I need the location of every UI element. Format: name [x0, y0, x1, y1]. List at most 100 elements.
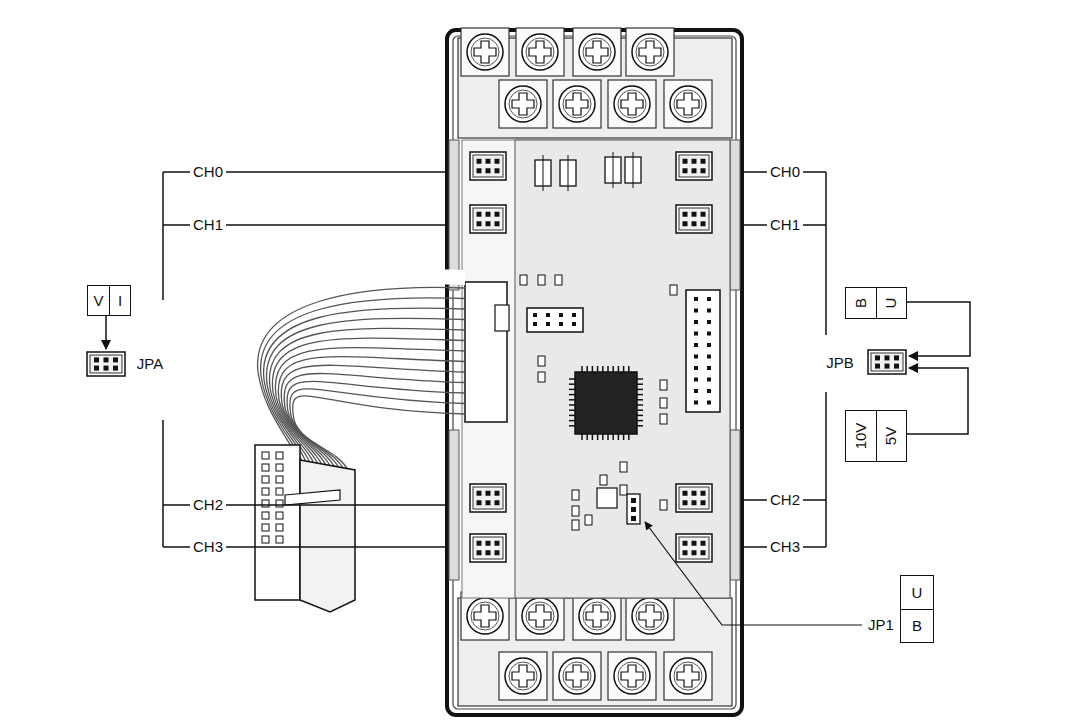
terminal-screw [632, 34, 668, 70]
smd-part [585, 515, 592, 525]
screw-slot [639, 605, 661, 627]
jp1-pin [631, 507, 636, 512]
terminal-cell [573, 28, 621, 76]
jumper-inner [679, 208, 709, 230]
setting-cell: B [901, 609, 933, 642]
chip-pin [597, 434, 599, 440]
jumper-block [676, 152, 712, 180]
terminal-screw [559, 86, 595, 122]
terminal-cell [461, 28, 509, 76]
header-pin [707, 355, 711, 359]
smd-part [572, 506, 579, 516]
jumper-pin [477, 168, 482, 173]
terminal-screw [674, 90, 702, 118]
screw-slot [512, 93, 534, 115]
jumper-pin [701, 541, 706, 546]
chip-pin [607, 366, 609, 372]
screw-slot [586, 605, 608, 627]
connector-hole [276, 464, 283, 471]
chip-pin [623, 366, 625, 372]
ribbon-back [236, 270, 465, 470]
connector-hole [276, 476, 283, 483]
jumper-pin [477, 541, 482, 546]
bracket-line [162, 172, 164, 300]
jumper-block [676, 484, 712, 512]
smd-part [538, 275, 545, 285]
jumper-pin [104, 366, 109, 371]
ribbon-connector-body [300, 460, 355, 612]
jumper-pin [701, 491, 706, 496]
side-rail [730, 140, 740, 290]
chip-pin [637, 378, 643, 380]
screw-slot [677, 93, 699, 115]
terminal-cell [516, 592, 564, 640]
terminal-screw [636, 38, 664, 66]
terminal-screw [559, 658, 595, 694]
terminal-screw [618, 90, 646, 118]
jumper-pin [683, 541, 688, 546]
header-pin [694, 332, 698, 336]
terminal-screw [471, 38, 499, 66]
jpb-jumper-icon [868, 350, 906, 374]
smd-part [670, 285, 677, 295]
jumper-pin [495, 221, 500, 226]
jumper-pin [495, 491, 500, 496]
terminal-screw [618, 662, 646, 690]
chip-pin [569, 389, 575, 391]
jumper-pin [683, 168, 688, 173]
jumper-pin [692, 550, 697, 555]
jumper-pin [495, 168, 500, 173]
header-pin [707, 378, 711, 382]
screw-slot [529, 605, 551, 627]
board-area [515, 140, 730, 598]
screw-slot [621, 665, 643, 687]
channel-label: CH1 [767, 216, 803, 234]
connector-hole [276, 500, 283, 507]
terminal-screw [505, 658, 541, 694]
jumper-pin [683, 212, 688, 217]
connector-hole [262, 524, 269, 531]
jumper-pin [894, 355, 899, 360]
header-pin [707, 343, 711, 347]
channel-label: CH2 [190, 496, 226, 514]
relay-lead [633, 152, 634, 188]
ribbon-connector [255, 445, 300, 600]
jumper-pin [94, 357, 99, 362]
bracket-line [825, 172, 827, 335]
header-pin [707, 309, 711, 313]
setting-text: U [912, 585, 923, 601]
jumper-block [470, 534, 506, 562]
terminal-screw [614, 658, 650, 694]
chip-pin [637, 425, 643, 427]
jumper-pin [683, 221, 688, 226]
jumper-pin [692, 212, 697, 217]
setting-text: 5V [883, 427, 899, 445]
header-pin [694, 401, 698, 405]
setting-text: U [884, 298, 900, 309]
header-pin [546, 313, 550, 317]
header-pin [707, 401, 711, 405]
relay-lead [543, 155, 544, 191]
header-pin [707, 366, 711, 370]
chip-pin [569, 383, 575, 385]
jumper-pin [701, 221, 706, 226]
terminal-screw [505, 86, 541, 122]
chip-pin [628, 434, 630, 440]
arrow-line [906, 302, 970, 356]
relay-lead [568, 155, 569, 191]
side-rail [449, 430, 459, 580]
chip-pin [628, 366, 630, 372]
jumper-pin [486, 159, 491, 164]
pin-header [686, 290, 720, 412]
connector-latch [285, 490, 340, 505]
header-pin [694, 366, 698, 370]
smd-part [660, 500, 667, 510]
pin-header [527, 308, 583, 332]
jumper-pin [683, 491, 688, 496]
jumper-pin [486, 491, 491, 496]
jumper-inner [473, 155, 503, 177]
jumper-inner [473, 487, 503, 509]
chip-pin [569, 409, 575, 411]
jumper-pin [94, 366, 99, 371]
chip-pin [637, 394, 643, 396]
